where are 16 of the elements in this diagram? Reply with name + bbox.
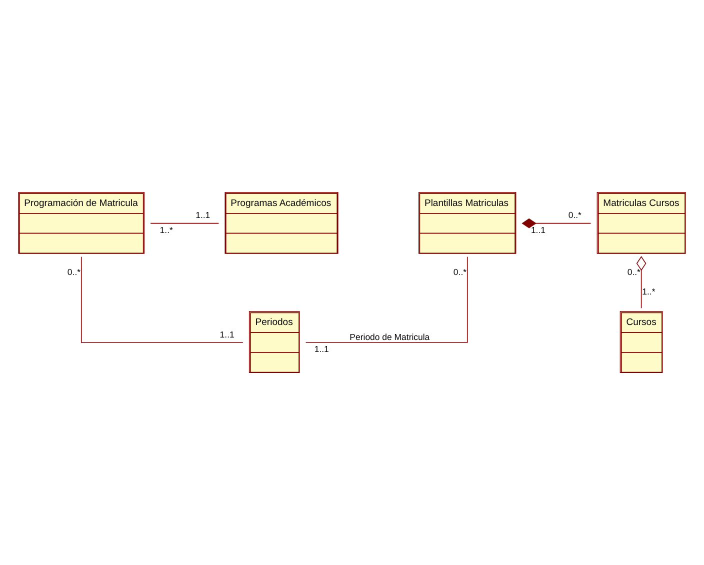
label: 0..* xyxy=(453,266,467,277)
label: 1..1 xyxy=(530,224,546,235)
label: 0..* xyxy=(67,266,81,277)
label: 1..* xyxy=(160,224,173,235)
label: 0..* xyxy=(568,210,582,220)
connector xyxy=(636,256,646,309)
label: 0..* xyxy=(627,266,640,277)
label: 1..* xyxy=(642,286,656,297)
label: 1..1 xyxy=(220,329,234,340)
connector xyxy=(150,222,220,224)
label: 1..1 xyxy=(196,210,210,220)
connector xyxy=(522,218,592,228)
label: 1..1 xyxy=(314,344,329,354)
edge-label: Periodo de Matricula xyxy=(350,332,430,342)
connector xyxy=(305,256,468,343)
connector xyxy=(80,256,244,343)
